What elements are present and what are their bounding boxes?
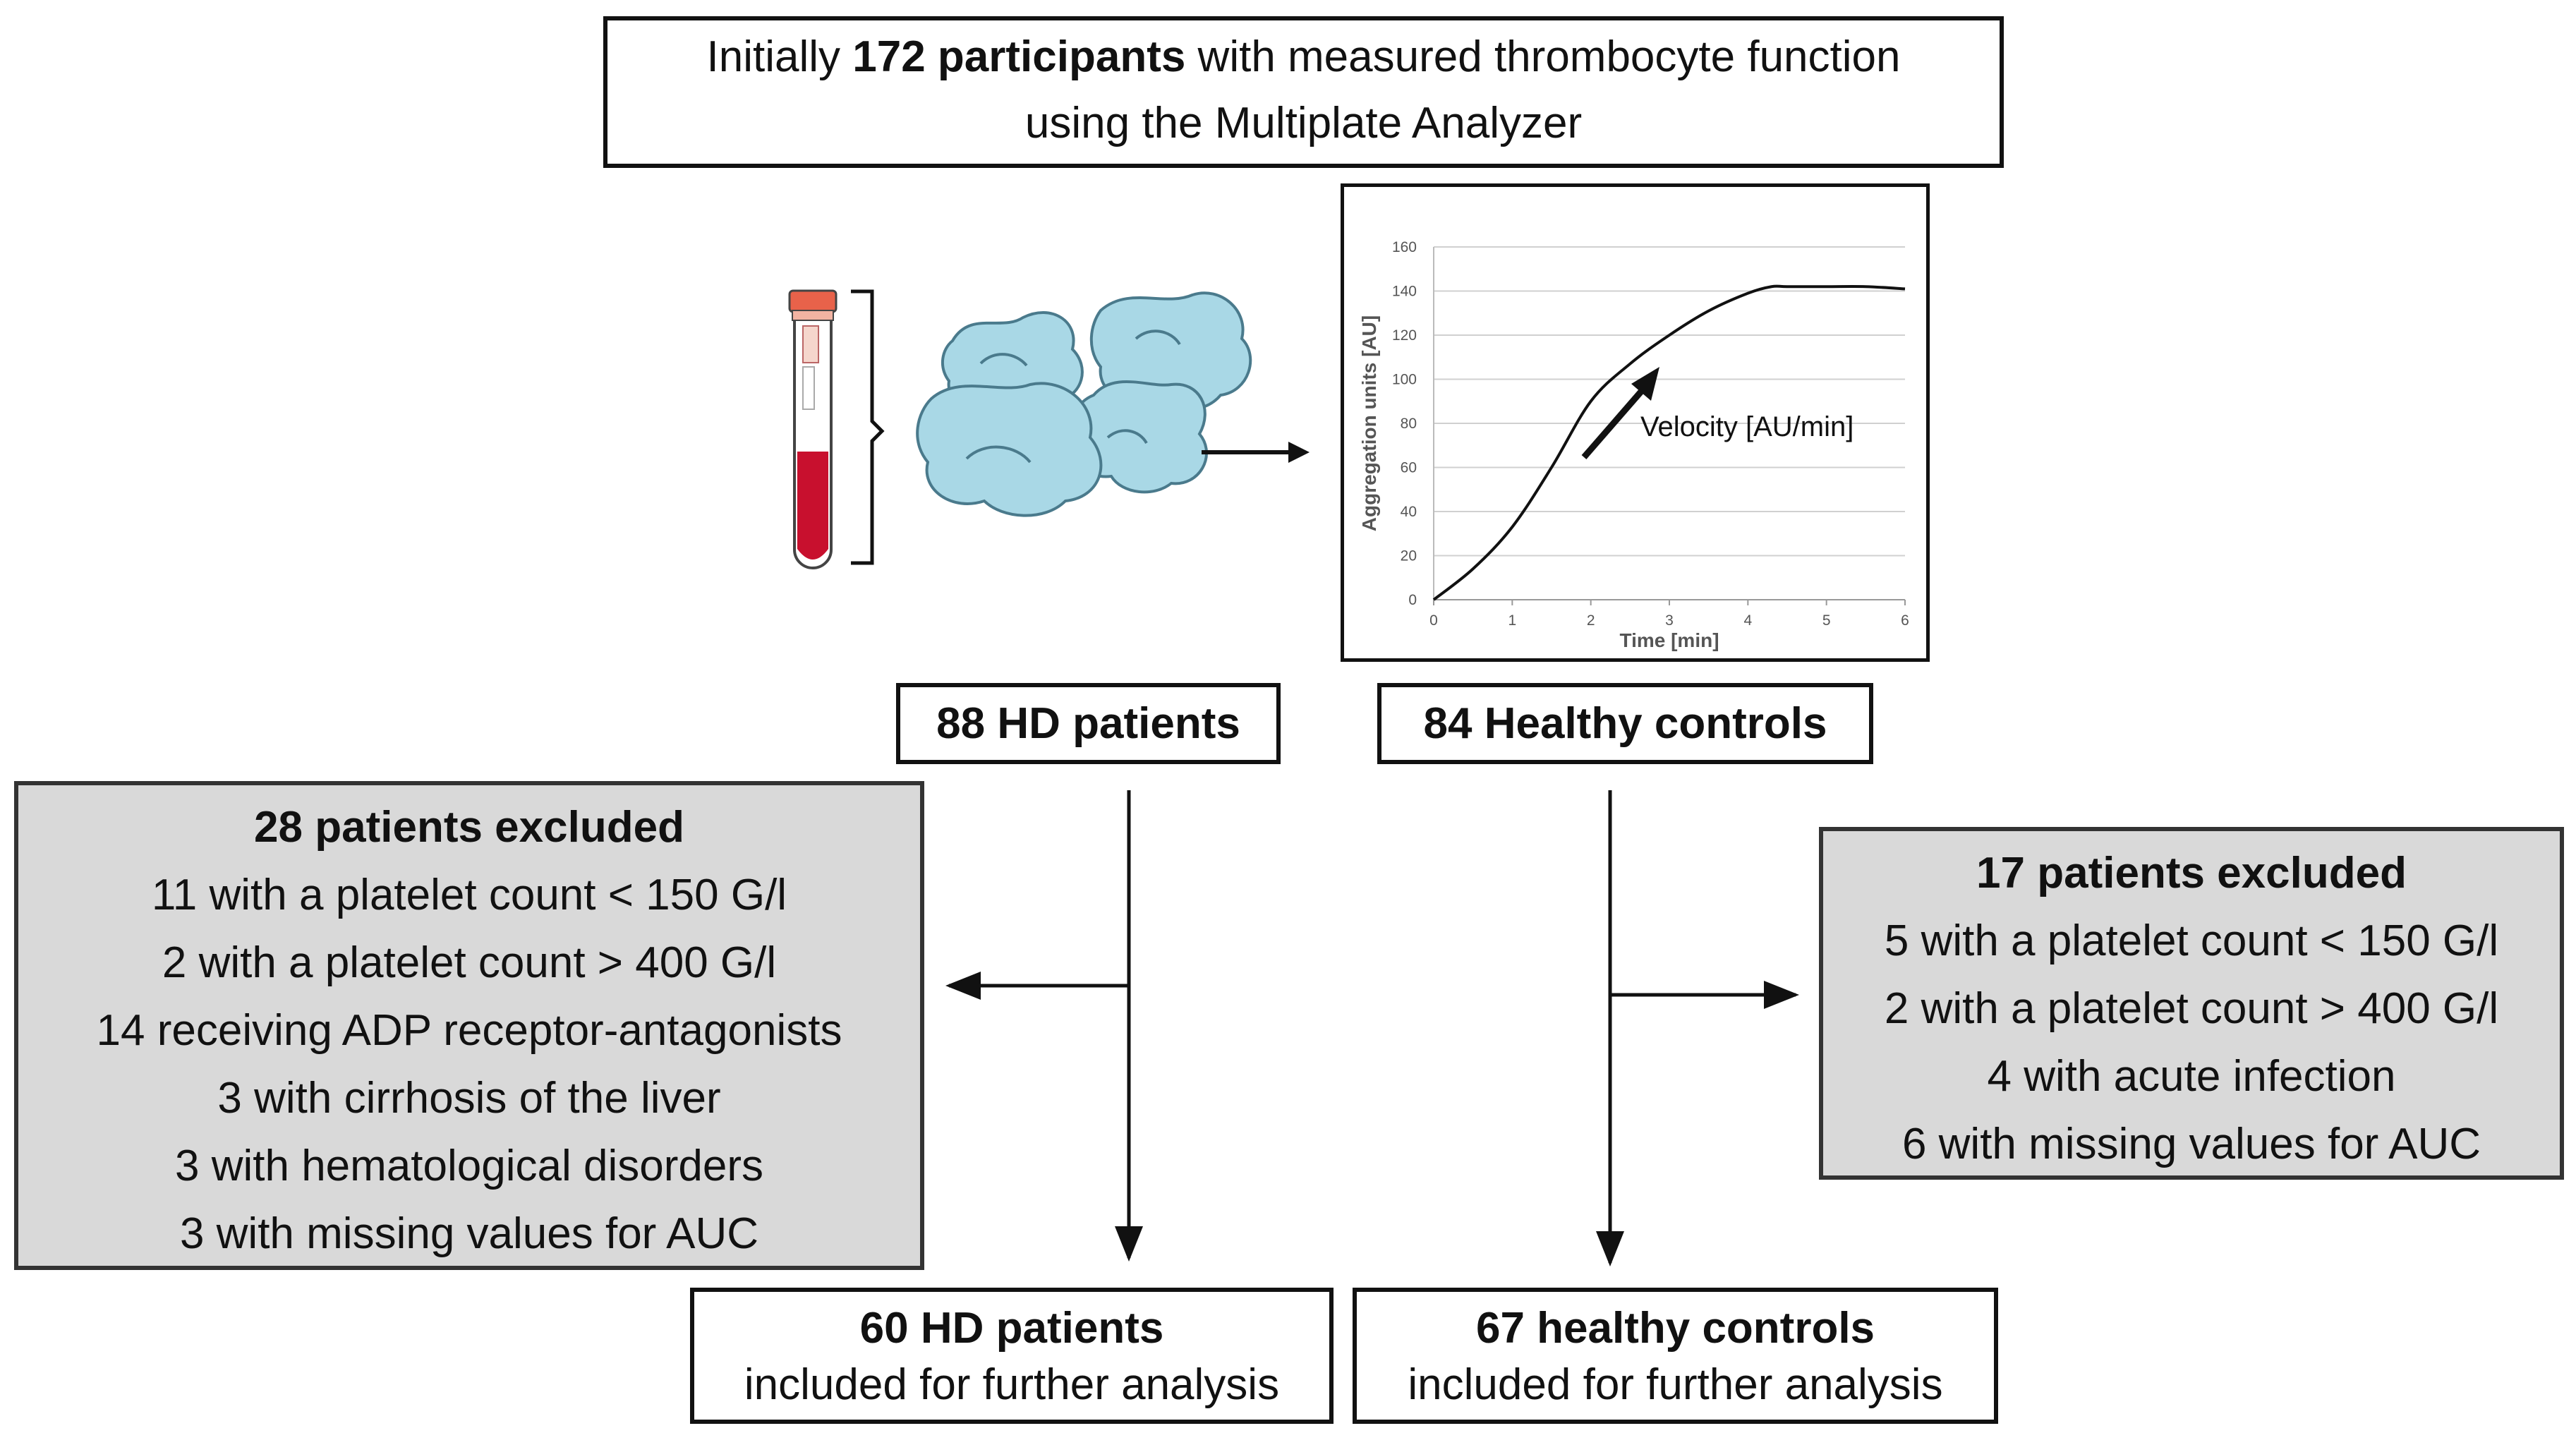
y-tick-label: 140: [1392, 284, 1417, 300]
hc-excluded-item: 6 with missing values for AUC: [1901, 1120, 2481, 1168]
hc-excluded-item: 2 with a platelet count > 400 G/l: [1884, 984, 2499, 1033]
bracket: [851, 289, 885, 565]
participants-line-1: Initially 172 participants with measured…: [607, 24, 2000, 90]
hd-excluded-item: 3 with missing values for AUC: [179, 1209, 759, 1258]
hd-patients-box: 88 HD patients: [896, 683, 1281, 764]
participants-suffix: with measured thrombocyte function: [1185, 32, 1901, 81]
hc-excluded-item: 5 with a platelet count < 150 G/l: [1884, 917, 2499, 965]
y-tick-label: 80: [1401, 416, 1417, 432]
healthy-controls-box: 84 Healthy controls: [1377, 683, 1873, 764]
hd-final-box: 60 HD patients included for further anal…: [690, 1288, 1334, 1424]
hc-final-box: 67 healthy controls included for further…: [1353, 1288, 1998, 1424]
y-tick-label: 40: [1401, 504, 1417, 520]
x-tick-label: 5: [1822, 612, 1831, 629]
hd-excluded-item: 14 receiving ADP receptor-antagonists: [96, 1006, 842, 1055]
hc-final-subtitle: included for further analysis: [1408, 1360, 1943, 1409]
x-tick-label: 0: [1429, 612, 1438, 629]
hd-excluded-title: 28 patients excluded: [254, 803, 684, 852]
x-axis-label: Time [min]: [1619, 629, 1719, 651]
x-tick-label: 6: [1901, 612, 1909, 629]
hd-excluded-item: 3 with cirrhosis of the liver: [217, 1074, 721, 1123]
y-tick-label: 60: [1401, 460, 1417, 476]
velocity-arrow-head: [1631, 367, 1659, 401]
blood-tube-icon: [788, 289, 837, 569]
to-chart-arrow: [1202, 442, 1310, 463]
hc-excluded-title: 17 patients excluded: [1976, 849, 2407, 897]
participants-prefix: Initially: [706, 32, 853, 81]
hc-excluded-box: 17 patients excluded 5 with a platelet c…: [1819, 827, 2564, 1180]
hd-final-subtitle: included for further analysis: [744, 1360, 1280, 1409]
hd-patients-label: 88 HD patients: [936, 699, 1240, 748]
y-tick-label: 100: [1392, 372, 1417, 388]
x-tick-label: 2: [1587, 612, 1595, 629]
x-tick-label: 4: [1743, 612, 1752, 629]
healthy-controls-label: 84 Healthy controls: [1423, 699, 1827, 748]
y-tick-label: 20: [1401, 548, 1417, 564]
y-axis-label: Aggregation units [AU]: [1358, 315, 1380, 531]
participants-line-2: using the Multiplate Analyzer: [1024, 99, 1583, 147]
participants-box: Initially 172 participants with measured…: [603, 16, 2004, 168]
aggregation-curve: [1432, 284, 1906, 601]
hd-excluded-box: 28 patients excluded 11 with a platelet …: [14, 781, 924, 1270]
hc-excluded-item: 4 with acute infection: [1987, 1052, 2396, 1101]
y-tick-label: 160: [1392, 239, 1417, 255]
x-tick-label: 3: [1665, 612, 1674, 629]
y-tick-label: 120: [1392, 327, 1417, 344]
hd-excluded-item: 11 with a platelet count < 150 G/l: [151, 871, 787, 919]
velocity-label: Velocity [AU/min]: [1640, 411, 1854, 442]
hd-excluded-item: 3 with hematological disorders: [175, 1142, 763, 1190]
y-tick-label: 0: [1408, 592, 1417, 608]
hd-excluded-item: 2 with a platelet count > 400 G/l: [162, 938, 777, 987]
velocity-arrow-shaft: [1581, 385, 1648, 459]
platelet-details: [965, 329, 1181, 464]
x-tick-label: 1: [1508, 612, 1516, 629]
hd-final-title: 60 HD patients: [859, 1304, 1164, 1353]
hc-final-title: 67 healthy controls: [1475, 1304, 1875, 1353]
participants-count: 172 participants: [852, 32, 1186, 81]
